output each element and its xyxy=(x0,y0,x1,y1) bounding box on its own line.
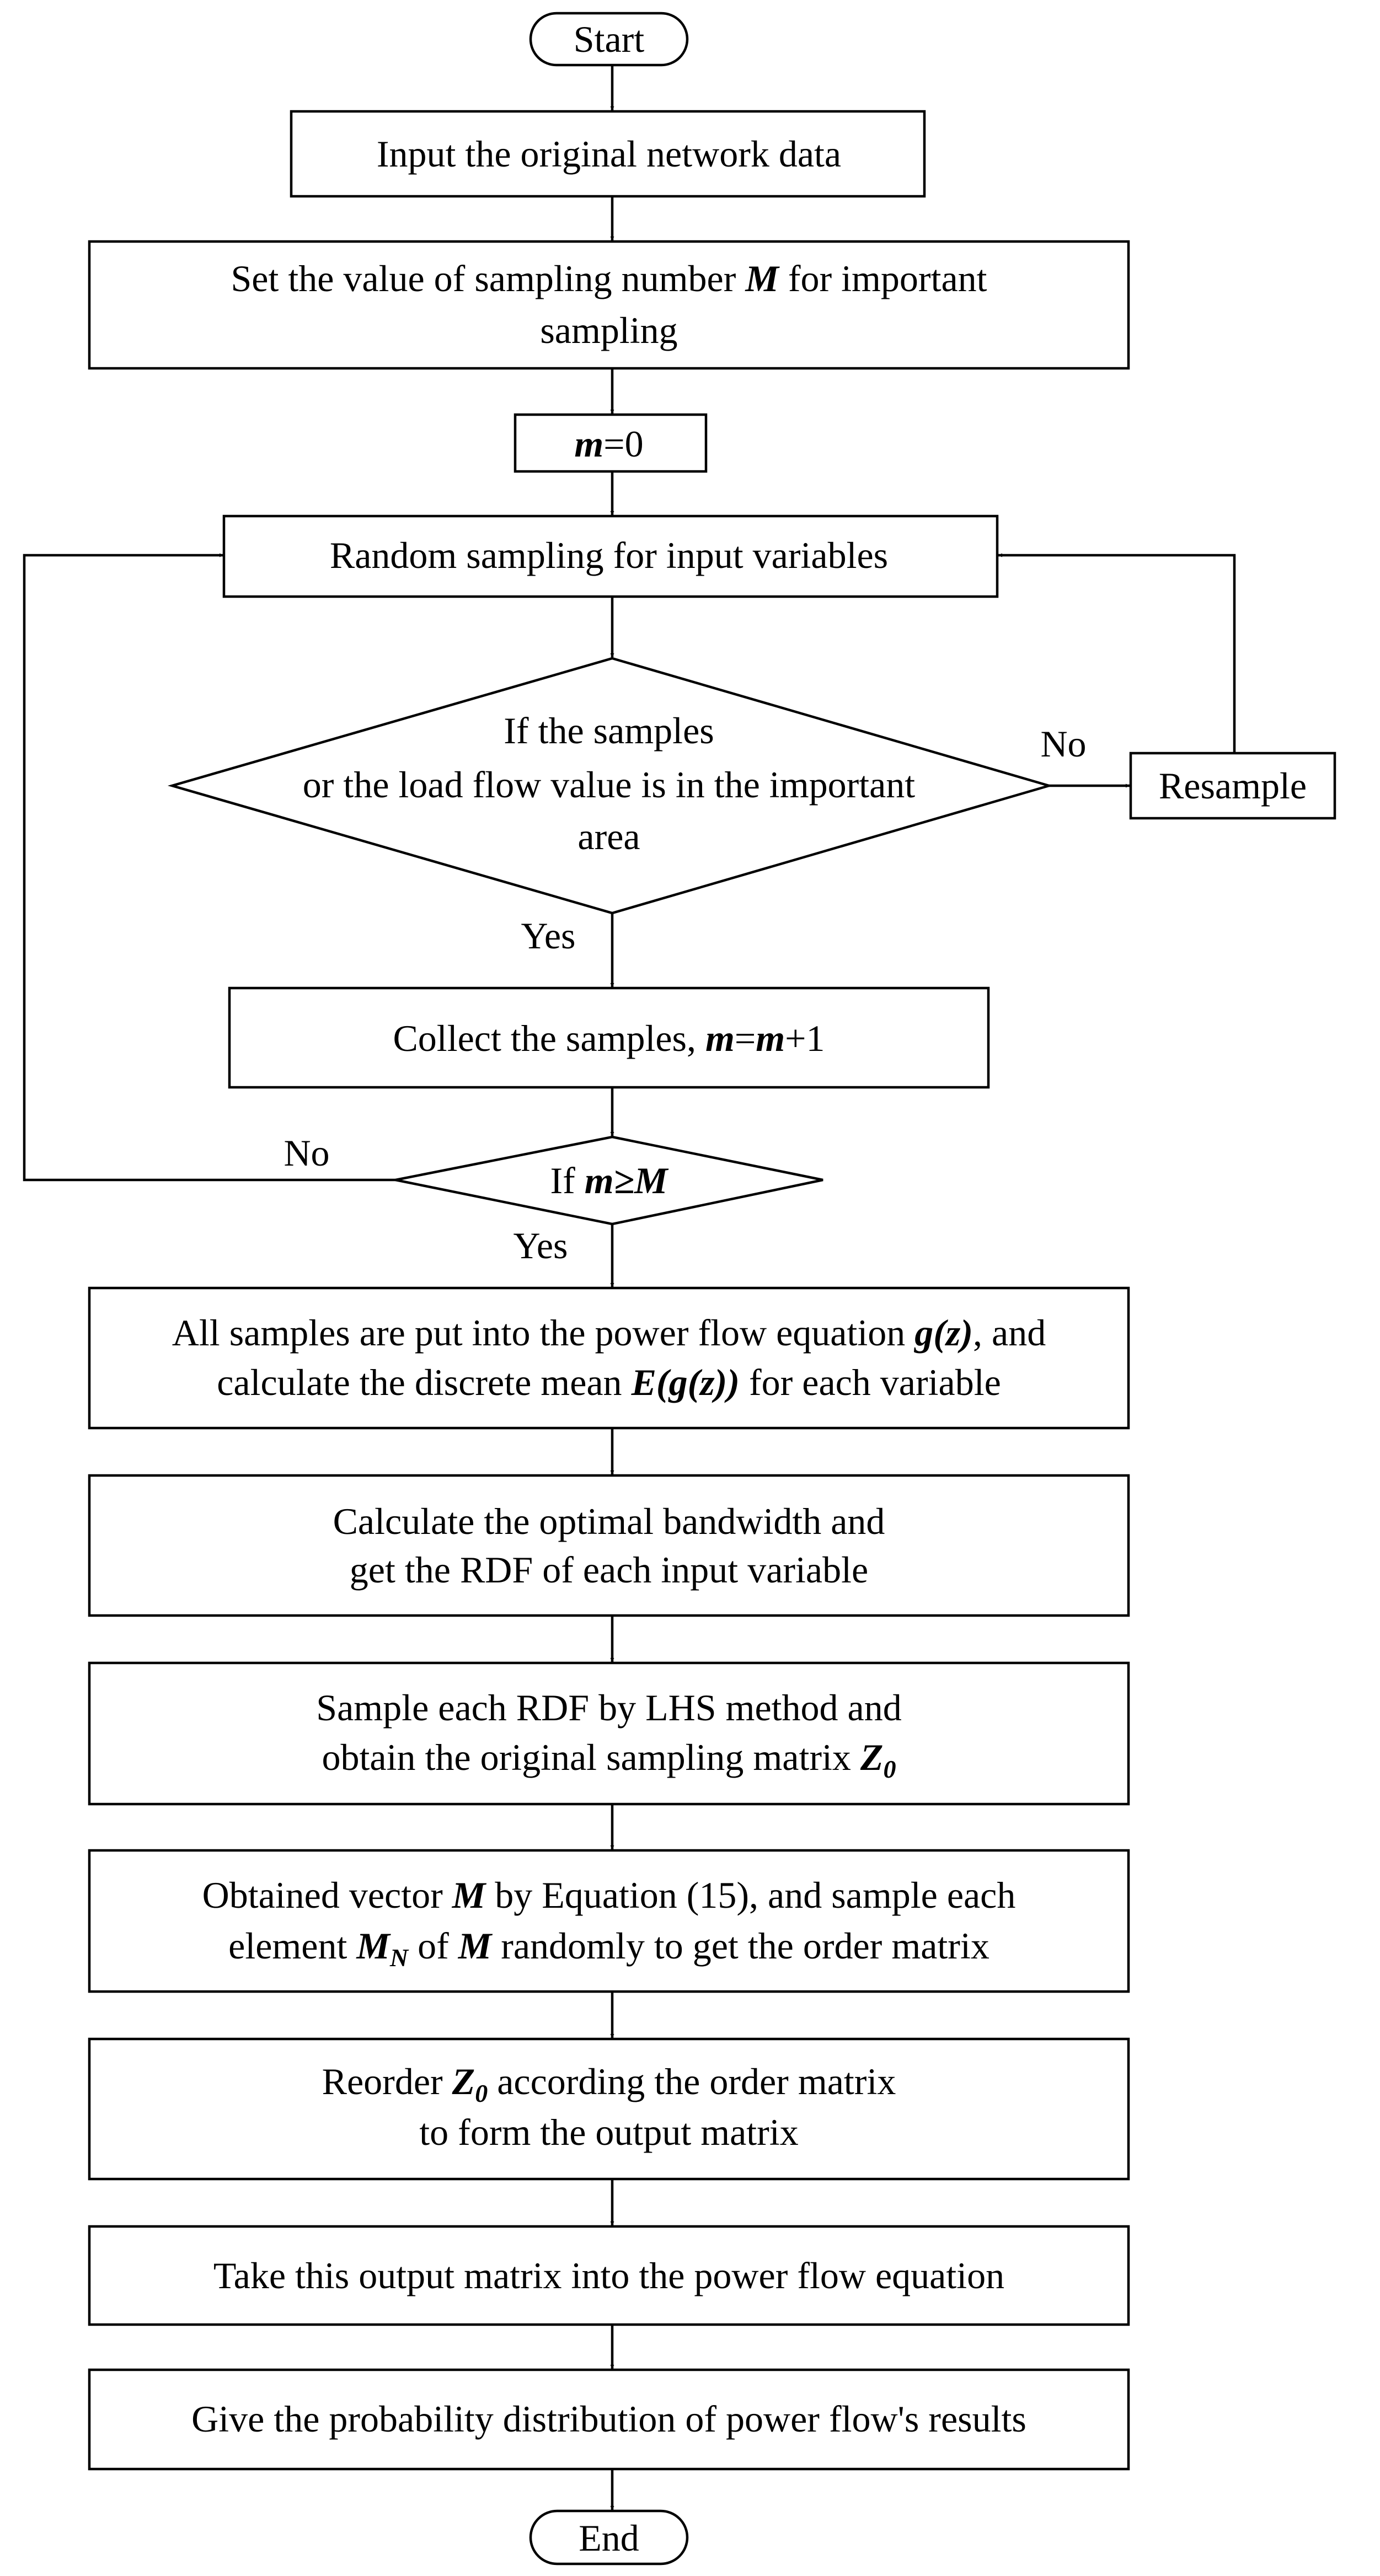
step-lhs-sampling: Sample each RDF by LHS method and obtain… xyxy=(88,1661,1130,1806)
branch-label-yes-m: Yes xyxy=(514,1225,568,1266)
step-collect-samples-label: Collect the samples, m=m+1 xyxy=(393,1017,825,1059)
decision-m-ge-M-label: If m≥M xyxy=(550,1160,670,1201)
arrow-m-no-back-to-random xyxy=(23,553,395,1182)
step-optimal-bandwidth-line1: Calculate the optimal bandwidth and xyxy=(333,1500,885,1542)
step-input-data: Input the original network data xyxy=(290,110,926,198)
branch-label-no-m: No xyxy=(284,1132,329,1174)
start-terminator: Start xyxy=(529,12,689,67)
step-m-init-label: m=0 xyxy=(574,423,643,465)
step-set-sampling-number: Set the value of sampling number M for i… xyxy=(88,240,1130,370)
step-all-samples-line1: All samples are put into the power flow … xyxy=(172,1312,1046,1354)
step-obtain-vector-line1: Obtained vector M by Equation (15), and … xyxy=(202,1874,1016,1916)
start-label: Start xyxy=(574,18,645,60)
step-optimal-bandwidth: Calculate the optimal bandwidth and get … xyxy=(88,1474,1130,1617)
branch-label-yes-area: Yes xyxy=(521,915,576,957)
decision-m-ge-M: If m≥M xyxy=(395,1135,823,1226)
connectors xyxy=(23,65,1236,2510)
step-resample: Resample xyxy=(1129,752,1336,820)
step-give-probability-label: Give the probability distribution of pow… xyxy=(191,2398,1026,2440)
decision-important-area-line1: If the samples xyxy=(504,710,714,752)
step-obtain-vector: Obtained vector M by Equation (15), and … xyxy=(88,1849,1130,1993)
step-resample-label: Resample xyxy=(1159,765,1307,807)
step-optimal-bandwidth-line2: get the RDF of each input variable xyxy=(350,1549,868,1591)
step-m-init: m=0 xyxy=(514,413,708,473)
step-set-sampling-number-line1: Set the value of sampling number M for i… xyxy=(231,257,987,299)
step-random-sampling-label: Random sampling for input variables xyxy=(330,534,888,576)
step-random-sampling: Random sampling for input variables xyxy=(222,514,999,598)
step-all-samples-line2: calculate the discrete mean E(g(z)) for … xyxy=(217,1361,1001,1403)
step-obtain-vector-line2: element MN of M randomly to get the orde… xyxy=(228,1925,989,1972)
step-take-output: Take this output matrix into the power f… xyxy=(88,2225,1130,2326)
decision-important-area-line3: area xyxy=(577,815,640,857)
branch-label-no-area: No xyxy=(1040,723,1086,765)
step-lhs-sampling-line1: Sample each RDF by LHS method and xyxy=(316,1687,901,1729)
step-give-probability: Give the probability distribution of pow… xyxy=(88,2368,1130,2471)
end-label: End xyxy=(579,2517,639,2559)
step-collect-samples: Collect the samples, m=m+1 xyxy=(228,986,990,1089)
step-input-data-label: Input the original network data xyxy=(377,133,841,175)
step-take-output-label: Take this output matrix into the power f… xyxy=(213,2255,1004,2296)
arrow-resample-back-to-random xyxy=(998,553,1236,753)
step-reorder-line1: Reorder Z0 according the order matrix xyxy=(322,2060,896,2107)
step-reorder-line2: to form the output matrix xyxy=(419,2111,798,2153)
step-lhs-sampling-line2: obtain the original sampling matrix Z0 xyxy=(322,1736,896,1783)
step-set-sampling-number-line2: sampling xyxy=(540,309,677,351)
step-reorder: Reorder Z0 according the order matrix to… xyxy=(88,2037,1130,2181)
decision-important-area: If the samples or the load flow value is… xyxy=(167,657,1054,915)
end-terminator: End xyxy=(529,2509,689,2566)
decision-important-area-line2: or the load flow value is in the importa… xyxy=(303,764,916,806)
step-all-samples: All samples are put into the power flow … xyxy=(88,1286,1130,1430)
